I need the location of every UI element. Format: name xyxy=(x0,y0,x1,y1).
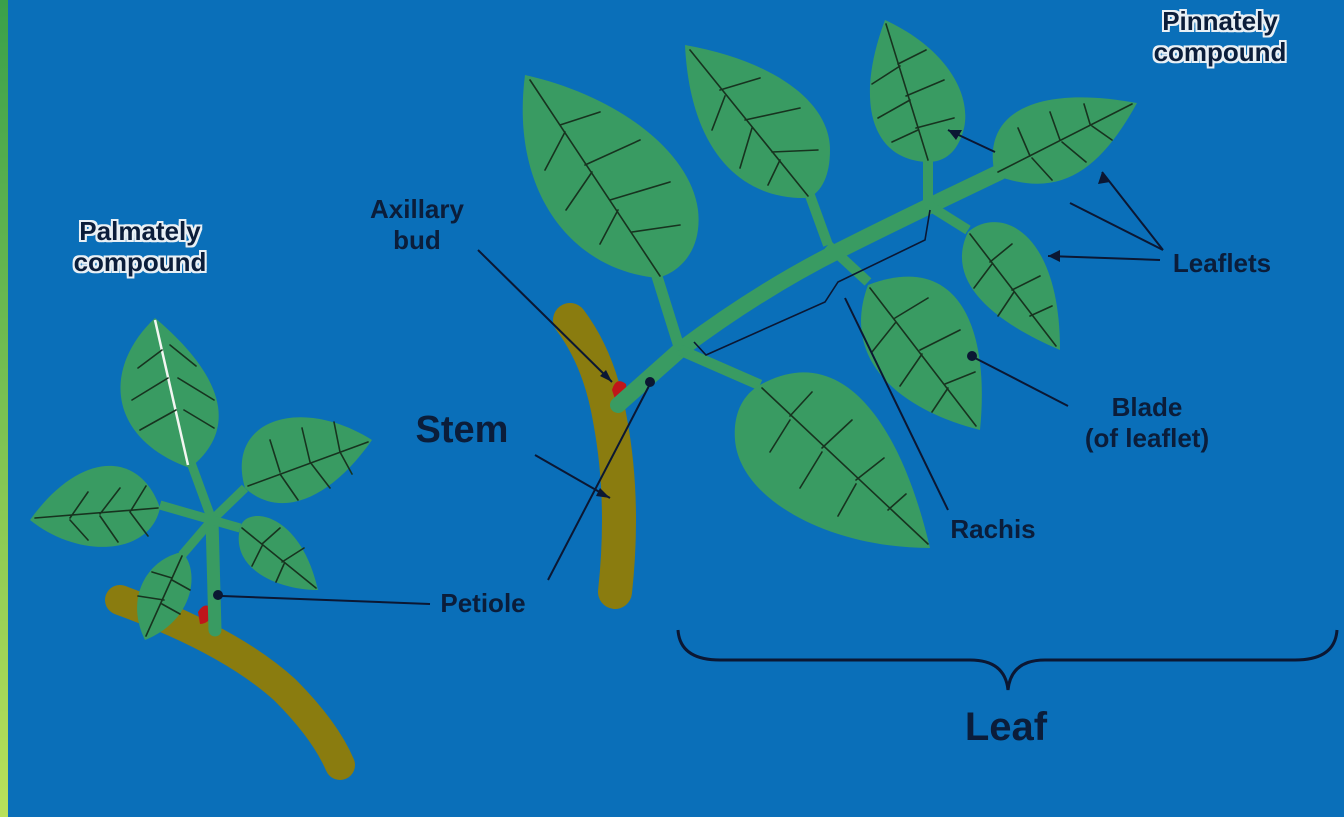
leaflets-pointer-1 xyxy=(1070,203,1163,250)
pinnate-stalk-2 xyxy=(680,350,760,385)
pinnate-leaflet-6 xyxy=(861,277,982,430)
palmate-leaflet-top xyxy=(120,318,218,468)
pinnate-leaf xyxy=(523,20,1137,592)
pinnate-leaflet-5 xyxy=(962,222,1060,350)
pinnate-stalk-6 xyxy=(928,205,968,230)
pinnate-leaflet-4 xyxy=(993,97,1137,183)
label-stem: Stem xyxy=(402,408,522,453)
frame-left-strip xyxy=(0,0,8,817)
palmate-leaflet-left xyxy=(30,466,160,547)
leaf-brace xyxy=(678,630,1337,690)
palmate-petiole xyxy=(212,520,215,630)
leaflets-pointer-3 xyxy=(1048,256,1160,260)
label-blade: Blade (of leaflet) xyxy=(1062,392,1232,453)
pinnate-leaflet-3 xyxy=(870,20,965,162)
pinnate-leaflet-7 xyxy=(735,372,930,548)
palmate-petiole-pointer xyxy=(222,596,430,604)
label-leaflets: Leaflets xyxy=(1160,248,1284,279)
palmate-leaf xyxy=(30,318,372,765)
label-petiole: Petiole xyxy=(428,588,538,619)
blade-pointer xyxy=(975,358,1068,406)
palmate-petiole-dot xyxy=(213,590,223,600)
axillary-bud-pointer xyxy=(478,250,612,382)
palmate-petiolule-right xyxy=(212,488,245,520)
label-axillary-bud: Axillary bud xyxy=(352,194,482,255)
pinnate-stalk-1 xyxy=(655,270,680,350)
pinnate-stalk-3 xyxy=(808,190,828,245)
palmate-leaflet-right xyxy=(242,417,372,503)
palmate-leaflet-lowright xyxy=(239,516,318,590)
label-pinnately-compound: Pinnately compound xyxy=(1138,6,1302,67)
leaflets-pointer-2 xyxy=(1102,172,1163,250)
pinnate-leaflet-1 xyxy=(523,75,699,278)
label-leaf: Leaf xyxy=(946,704,1066,751)
pinnate-leaflet-2 xyxy=(685,45,830,198)
label-rachis: Rachis xyxy=(938,514,1048,545)
leaflets-arrowhead-2 xyxy=(1048,250,1060,262)
blade-dot xyxy=(967,351,977,361)
label-palmately-compound: Palmately compound xyxy=(58,216,222,277)
